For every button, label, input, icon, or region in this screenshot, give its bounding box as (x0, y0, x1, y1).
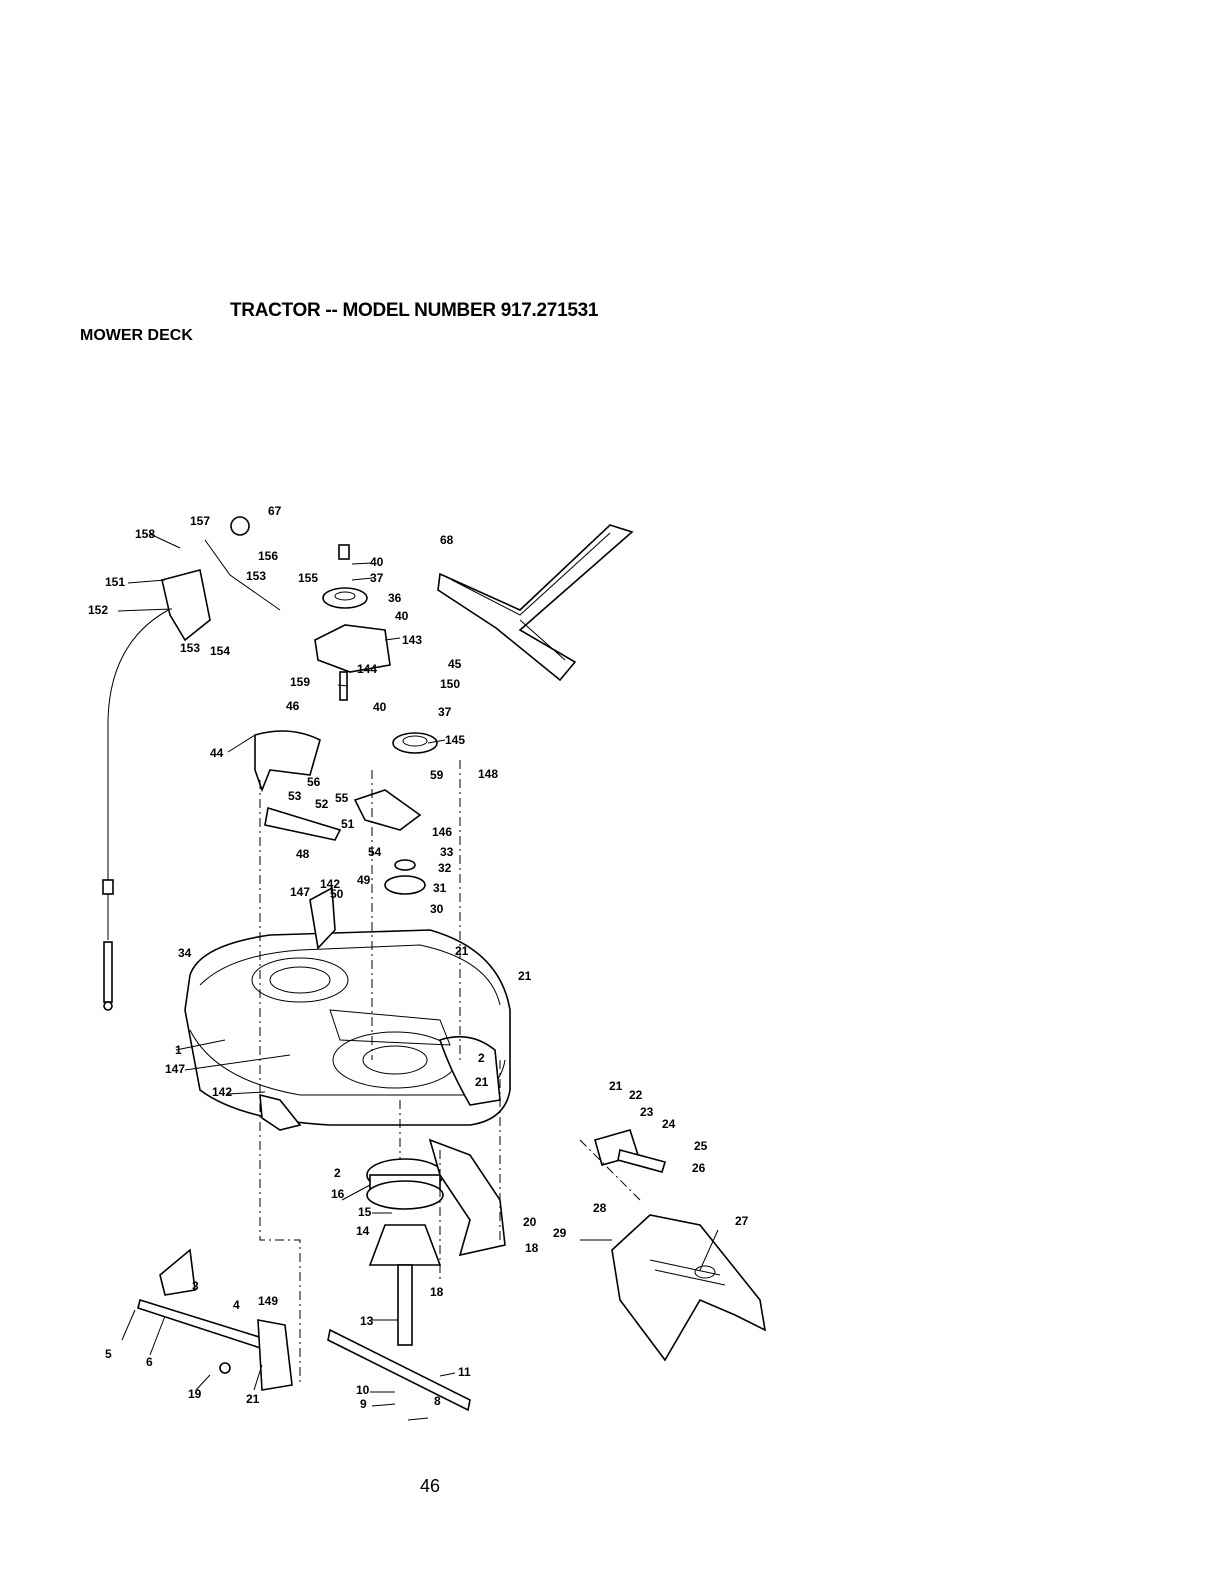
callout-143: 143 (402, 633, 422, 647)
callout-157: 157 (190, 514, 210, 528)
front-hanger-bracket (138, 1250, 292, 1390)
discharge-chute (595, 1130, 765, 1360)
callout-153: 153 (246, 569, 266, 583)
callout-156: 156 (258, 549, 278, 563)
callout-151: 151 (105, 575, 125, 589)
callout-56: 56 (307, 775, 321, 789)
callout-59: 59 (430, 768, 444, 782)
callout-28: 28 (593, 1201, 607, 1215)
callout-25: 25 (694, 1139, 708, 1153)
callout-155: 155 (298, 571, 318, 585)
callout-150: 150 (440, 677, 460, 691)
page-number: 46 (410, 1476, 450, 1497)
callout-144: 144 (357, 662, 377, 676)
callout-40: 40 (373, 700, 387, 714)
callout-52: 52 (315, 797, 329, 811)
callout-18: 18 (525, 1241, 539, 1255)
callout-14: 14 (356, 1224, 370, 1238)
callout-16: 16 (331, 1187, 345, 1201)
callout-20: 20 (523, 1215, 537, 1229)
callout-9: 9 (360, 1397, 367, 1411)
callout-40: 40 (370, 555, 384, 569)
callout-34: 34 (178, 946, 192, 960)
callout-6: 6 (146, 1355, 153, 1369)
callout-40: 40 (395, 609, 409, 623)
callout-26: 26 (692, 1161, 706, 1175)
callout-54: 54 (368, 845, 382, 859)
callout-154: 154 (210, 644, 230, 658)
callout-147: 147 (290, 885, 310, 899)
callout-24: 24 (662, 1117, 676, 1131)
callout-21: 21 (246, 1392, 260, 1406)
callout-27: 27 (735, 1214, 749, 1228)
callout-36: 36 (388, 591, 402, 605)
callout-147: 147 (165, 1062, 185, 1076)
callout-15: 15 (358, 1205, 372, 1219)
callout-51: 51 (341, 817, 355, 831)
callout-49: 49 (357, 873, 371, 887)
callout-55: 55 (335, 791, 349, 805)
callout-159: 159 (290, 675, 310, 689)
callout-152: 152 (88, 603, 108, 617)
callout-146: 146 (432, 825, 452, 839)
callout-2: 2 (478, 1051, 485, 1065)
callout-2: 2 (334, 1166, 341, 1180)
callout-32: 32 (438, 861, 452, 875)
deck-housing (185, 930, 510, 1125)
center-pulley (355, 733, 437, 894)
callout-19: 19 (188, 1387, 202, 1401)
callout-10: 10 (356, 1383, 370, 1397)
callout-142: 142 (320, 877, 340, 891)
callout-21: 21 (475, 1075, 489, 1089)
callout-21: 21 (455, 944, 469, 958)
callout-31: 31 (433, 881, 447, 895)
callout-3: 3 (192, 1279, 199, 1293)
callout-142: 142 (212, 1085, 232, 1099)
callout-37: 37 (438, 705, 452, 719)
callout-29: 29 (553, 1226, 567, 1240)
callout-23: 23 (640, 1105, 654, 1119)
callout-18: 18 (430, 1285, 444, 1299)
callout-21: 21 (518, 969, 532, 983)
callout-148: 148 (478, 767, 498, 781)
callout-11: 11 (458, 1365, 471, 1379)
callout-1: 1 (175, 1043, 182, 1057)
callout-8: 8 (434, 1394, 441, 1408)
callout-67: 67 (268, 504, 282, 518)
callout-149: 149 (258, 1294, 278, 1308)
callout-68: 68 (440, 533, 454, 547)
callout-45: 45 (448, 657, 462, 671)
callout-30: 30 (430, 902, 444, 916)
callout-158: 158 (135, 527, 155, 541)
callout-48: 48 (296, 847, 310, 861)
callout-5: 5 (105, 1347, 112, 1361)
v-belt (438, 525, 632, 680)
callout-33: 33 (440, 845, 454, 859)
lift-cable (103, 517, 280, 1010)
callout-22: 22 (629, 1088, 643, 1102)
callout-4: 4 (233, 1298, 240, 1312)
callout-13: 13 (360, 1314, 374, 1328)
callout-153: 153 (180, 641, 200, 655)
callout-53: 53 (288, 789, 302, 803)
callout-44: 44 (210, 746, 224, 760)
callout-21: 21 (609, 1079, 623, 1093)
callout-145: 145 (445, 733, 465, 747)
callout-37: 37 (370, 571, 384, 585)
callout-46: 46 (286, 699, 300, 713)
